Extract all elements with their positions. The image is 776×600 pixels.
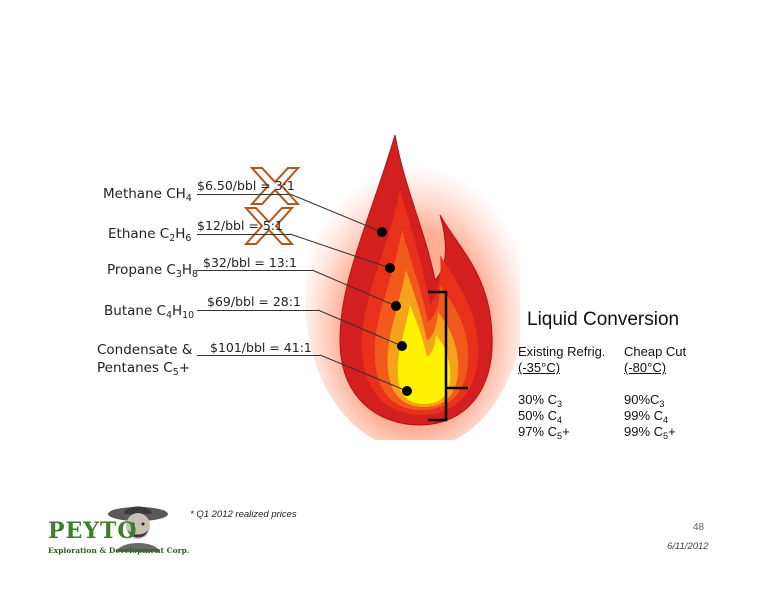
price-methane: $6.50/bbl = 3:1 <box>197 178 295 193</box>
col1-header: Existing Refrig. <box>518 344 606 359</box>
price-line-methane <box>197 194 290 195</box>
label-methane: Methane CH4 <box>103 186 192 204</box>
col1-row-c4: 50% C4 <box>518 408 563 425</box>
liquid-conversion-col1: Existing Refrig. (-35°C) 30% C3 50% C4 9… <box>518 344 606 441</box>
col2-row-c4: 99% C4 <box>624 408 669 425</box>
flame-yellow <box>397 305 451 404</box>
flame-point-condensate <box>402 386 412 396</box>
col1-row-c3: 30% C3 <box>518 392 563 409</box>
price-line-condensate <box>197 355 320 356</box>
price-ethane: $12/bbl = 5:1 <box>197 218 283 233</box>
peyto-logo: PEYTO Exploration & Development Corp. <box>48 500 190 560</box>
price-line-ethane <box>197 234 290 235</box>
logo-wordmark: PEYTO <box>48 518 138 544</box>
price-condensate: $101/bbl = 41:1 <box>210 340 312 355</box>
slide-date: 6/11/2012 <box>667 541 709 552</box>
price-line-propane <box>197 270 312 271</box>
liquid-conversion-title: Liquid Conversion <box>527 309 680 330</box>
col1-row-c5: 97% C5+ <box>518 424 570 441</box>
liquid-conversion-col2: Cheap Cut (-80°C) 90%C3 99% C4 99% C5+ <box>624 344 687 441</box>
page-number: 48 <box>693 522 705 533</box>
cross-ethane <box>243 207 295 245</box>
price-line-butane <box>197 310 318 311</box>
cowboy-portrait-icon <box>108 506 168 552</box>
flame-point-butane <box>397 341 407 351</box>
col2-header: Cheap Cut <box>624 344 687 359</box>
label-ethane: Ethane C2H6 <box>108 226 192 244</box>
col2-row-c3: 90%C3 <box>624 392 665 409</box>
logo-tagline: Exploration & Development Corp. <box>48 546 190 555</box>
col1-temp: (-35°C) <box>518 360 561 375</box>
flame-point-methane <box>377 227 387 237</box>
price-butane: $69/bbl = 28:1 <box>207 294 301 309</box>
label-condensate: Condensate & Pentanes C5+ <box>97 342 193 378</box>
liquids-bracket <box>428 290 468 422</box>
flame-point-propane <box>391 301 401 311</box>
footnote: * Q1 2012 realized prices <box>190 509 297 520</box>
cross-methane <box>249 167 301 205</box>
label-propane: Propane C3H8 <box>107 262 199 280</box>
flame-point-ethane <box>385 263 395 273</box>
col2-temp: (-80°C) <box>624 360 667 375</box>
label-butane: Butane C4H10 <box>104 303 195 321</box>
price-propane: $32/bbl = 13:1 <box>203 255 297 270</box>
col2-row-c5: 99% C5+ <box>624 424 676 441</box>
